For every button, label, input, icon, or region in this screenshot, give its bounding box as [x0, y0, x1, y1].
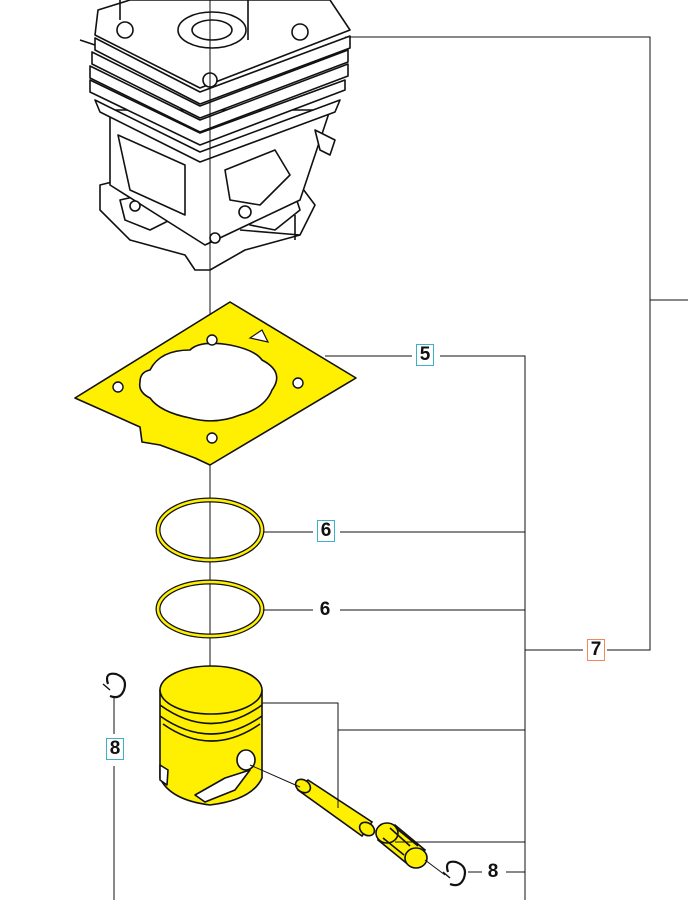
piston-pin-drawing — [249, 764, 376, 838]
callout-6-upper[interactable]: 6 — [317, 520, 335, 542]
callout-6-lower[interactable]: 6 — [319, 599, 331, 620]
circlip-right-drawing — [442, 860, 467, 887]
callout-8-left[interactable]: 8 — [106, 738, 124, 760]
cylinder-drawing — [79, 0, 351, 271]
piston-ring-upper-drawing — [155, 497, 265, 563]
piston-drawing — [159, 665, 263, 806]
callout-5[interactable]: 5 — [416, 344, 434, 366]
piston-ring-lower-drawing — [155, 579, 265, 639]
circlip-left-drawing — [102, 672, 127, 699]
leader-lines — [113, 36, 688, 900]
gasket-drawing — [74, 301, 357, 466]
needle-bearing-drawing — [375, 822, 446, 876]
callout-8-right[interactable]: 8 — [487, 861, 499, 882]
callout-7[interactable]: 7 — [587, 639, 605, 661]
